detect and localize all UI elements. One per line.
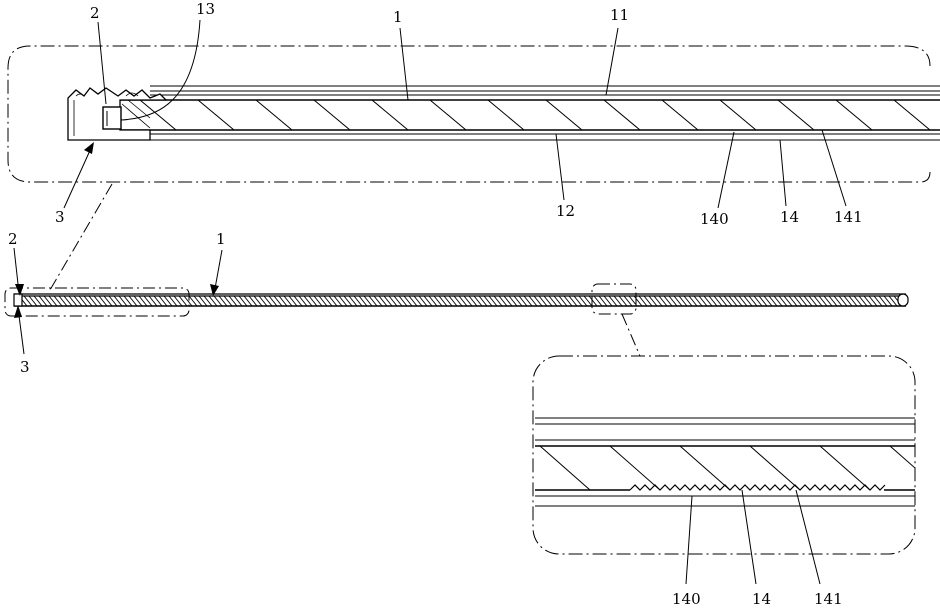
detail-connector-bottom bbox=[621, 313, 641, 357]
full-length-view: 2 1 3 bbox=[4, 230, 909, 376]
label-141-top: 141 bbox=[834, 208, 863, 226]
label-11-top: 11 bbox=[610, 6, 629, 24]
label-1-top: 1 bbox=[393, 8, 403, 26]
micro-structure-serration bbox=[629, 484, 886, 491]
full-view-hatching bbox=[22, 296, 904, 306]
enlarged-hatching bbox=[539, 446, 915, 490]
label-1-mid: 1 bbox=[216, 230, 226, 248]
bottom-detail-frame bbox=[532, 355, 916, 555]
detail-connector-top bbox=[49, 183, 113, 291]
top-detail-frame bbox=[7, 45, 931, 183]
middle-callout-box bbox=[591, 283, 637, 315]
label-141-bottom: 141 bbox=[814, 590, 843, 608]
label-2-top: 2 bbox=[90, 4, 100, 22]
label-3-mid: 3 bbox=[20, 358, 30, 376]
label-140-bottom: 140 bbox=[672, 590, 701, 608]
label-2-mid: 2 bbox=[8, 230, 18, 248]
label-12-top: 12 bbox=[556, 202, 575, 220]
label-14-bottom: 14 bbox=[752, 590, 771, 608]
bottom-detail-view: 140 14 141 bbox=[532, 355, 916, 608]
left-callout-box bbox=[4, 287, 190, 317]
label-140-top: 140 bbox=[700, 210, 729, 228]
light-guide-hatching bbox=[139, 100, 931, 130]
label-14-top: 14 bbox=[780, 208, 799, 226]
label-3-top: 3 bbox=[55, 208, 65, 226]
top-detail-view: 2 13 1 11 3 12 140 14 141 bbox=[7, 0, 940, 228]
light-source bbox=[102, 106, 122, 130]
label-13-top: 13 bbox=[196, 0, 215, 18]
